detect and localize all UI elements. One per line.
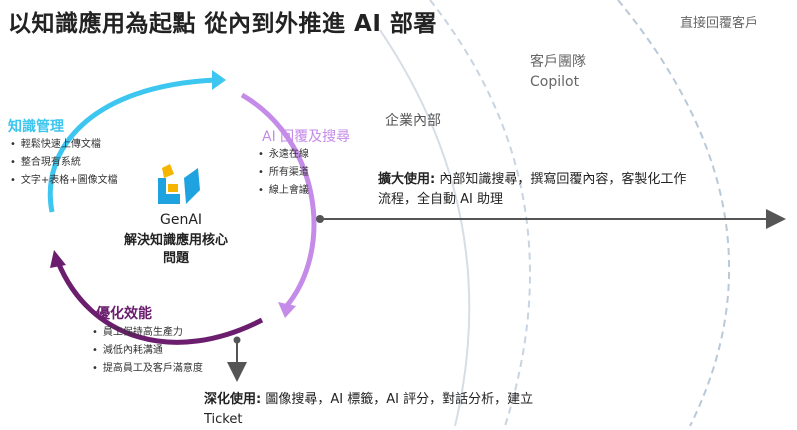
list-item: 所有渠道 — [258, 164, 309, 182]
list-item: 輕鬆快速上傳文檔 — [10, 136, 118, 154]
cycle-arc-optimize-head — [50, 250, 66, 268]
middle-zone-boundary — [429, 0, 531, 426]
deepen-use-label: 深化使用: — [204, 392, 262, 407]
expand-use-label: 擴大使用: — [378, 172, 436, 187]
list-item: 文字+表格+圖像文檔 — [10, 172, 118, 190]
zone-label-middle-line1: 客戶團隊 — [530, 54, 586, 70]
deepen-use-text: 深化使用: 圖像搜尋，AI 標籤，AI 評分，對話分析，建立 Ticket — [204, 390, 534, 430]
zone-label-middle: 客戶團隊 Copilot — [530, 52, 650, 92]
center-name: GenAI — [160, 212, 203, 228]
inner-zone-arc — [379, 29, 471, 426]
page-title: 以知識應用為起點 從內到外推進 AI 部署 — [8, 11, 437, 37]
deepen-use-body: 圖像搜尋，AI 標籤，AI 評分，對話分析，建立 Ticket — [204, 392, 534, 427]
cycle-arc-reply-head — [278, 302, 296, 318]
cycle-arc-reply — [240, 92, 317, 310]
list-item: 減低內耗溝通 — [92, 342, 203, 360]
expand-use-body: 內部知識搜尋，撰寫回覆內容，客製化工作流程，全自動 AI 助理 — [378, 172, 687, 207]
list-item: 員工保持高生產力 — [92, 324, 203, 342]
knowledge-heading: 知識管理 — [8, 119, 64, 135]
list-item: 整合現有系統 — [10, 154, 118, 172]
reply-heading: AI 回覆及搜尋 — [262, 129, 351, 145]
reply-list: 永遠在線 所有渠道 線上會議 — [258, 146, 309, 200]
genai-logo-icon — [158, 164, 200, 204]
cycle-arc-knowledge-head — [212, 70, 226, 90]
zone-label-outer: 直接回覆客戶 — [680, 16, 759, 31]
zone-label-inner: 企業內部 — [385, 113, 441, 129]
center-description: 解決知識應用核心問題 — [123, 233, 228, 266]
outer-zone-boundary — [617, 0, 730, 426]
zone-label-middle-line2: Copilot — [530, 74, 580, 90]
knowledge-list: 輕鬆快速上傳文檔 整合現有系統 文字+表格+圖像文檔 — [10, 136, 118, 190]
optimize-list: 員工保持高生產力 減低內耗溝通 提高員工及客戶滿意度 — [92, 324, 203, 378]
optimize-heading: 優化效能 — [96, 306, 152, 322]
list-item: 永遠在線 — [258, 146, 309, 164]
list-item: 線上會議 — [258, 182, 309, 200]
list-item: 提高員工及客戶滿意度 — [92, 360, 203, 378]
expand-use-text: 擴大使用: 內部知識搜尋，撰寫回覆內容，客製化工作流程，全自動 AI 助理 — [378, 170, 698, 210]
